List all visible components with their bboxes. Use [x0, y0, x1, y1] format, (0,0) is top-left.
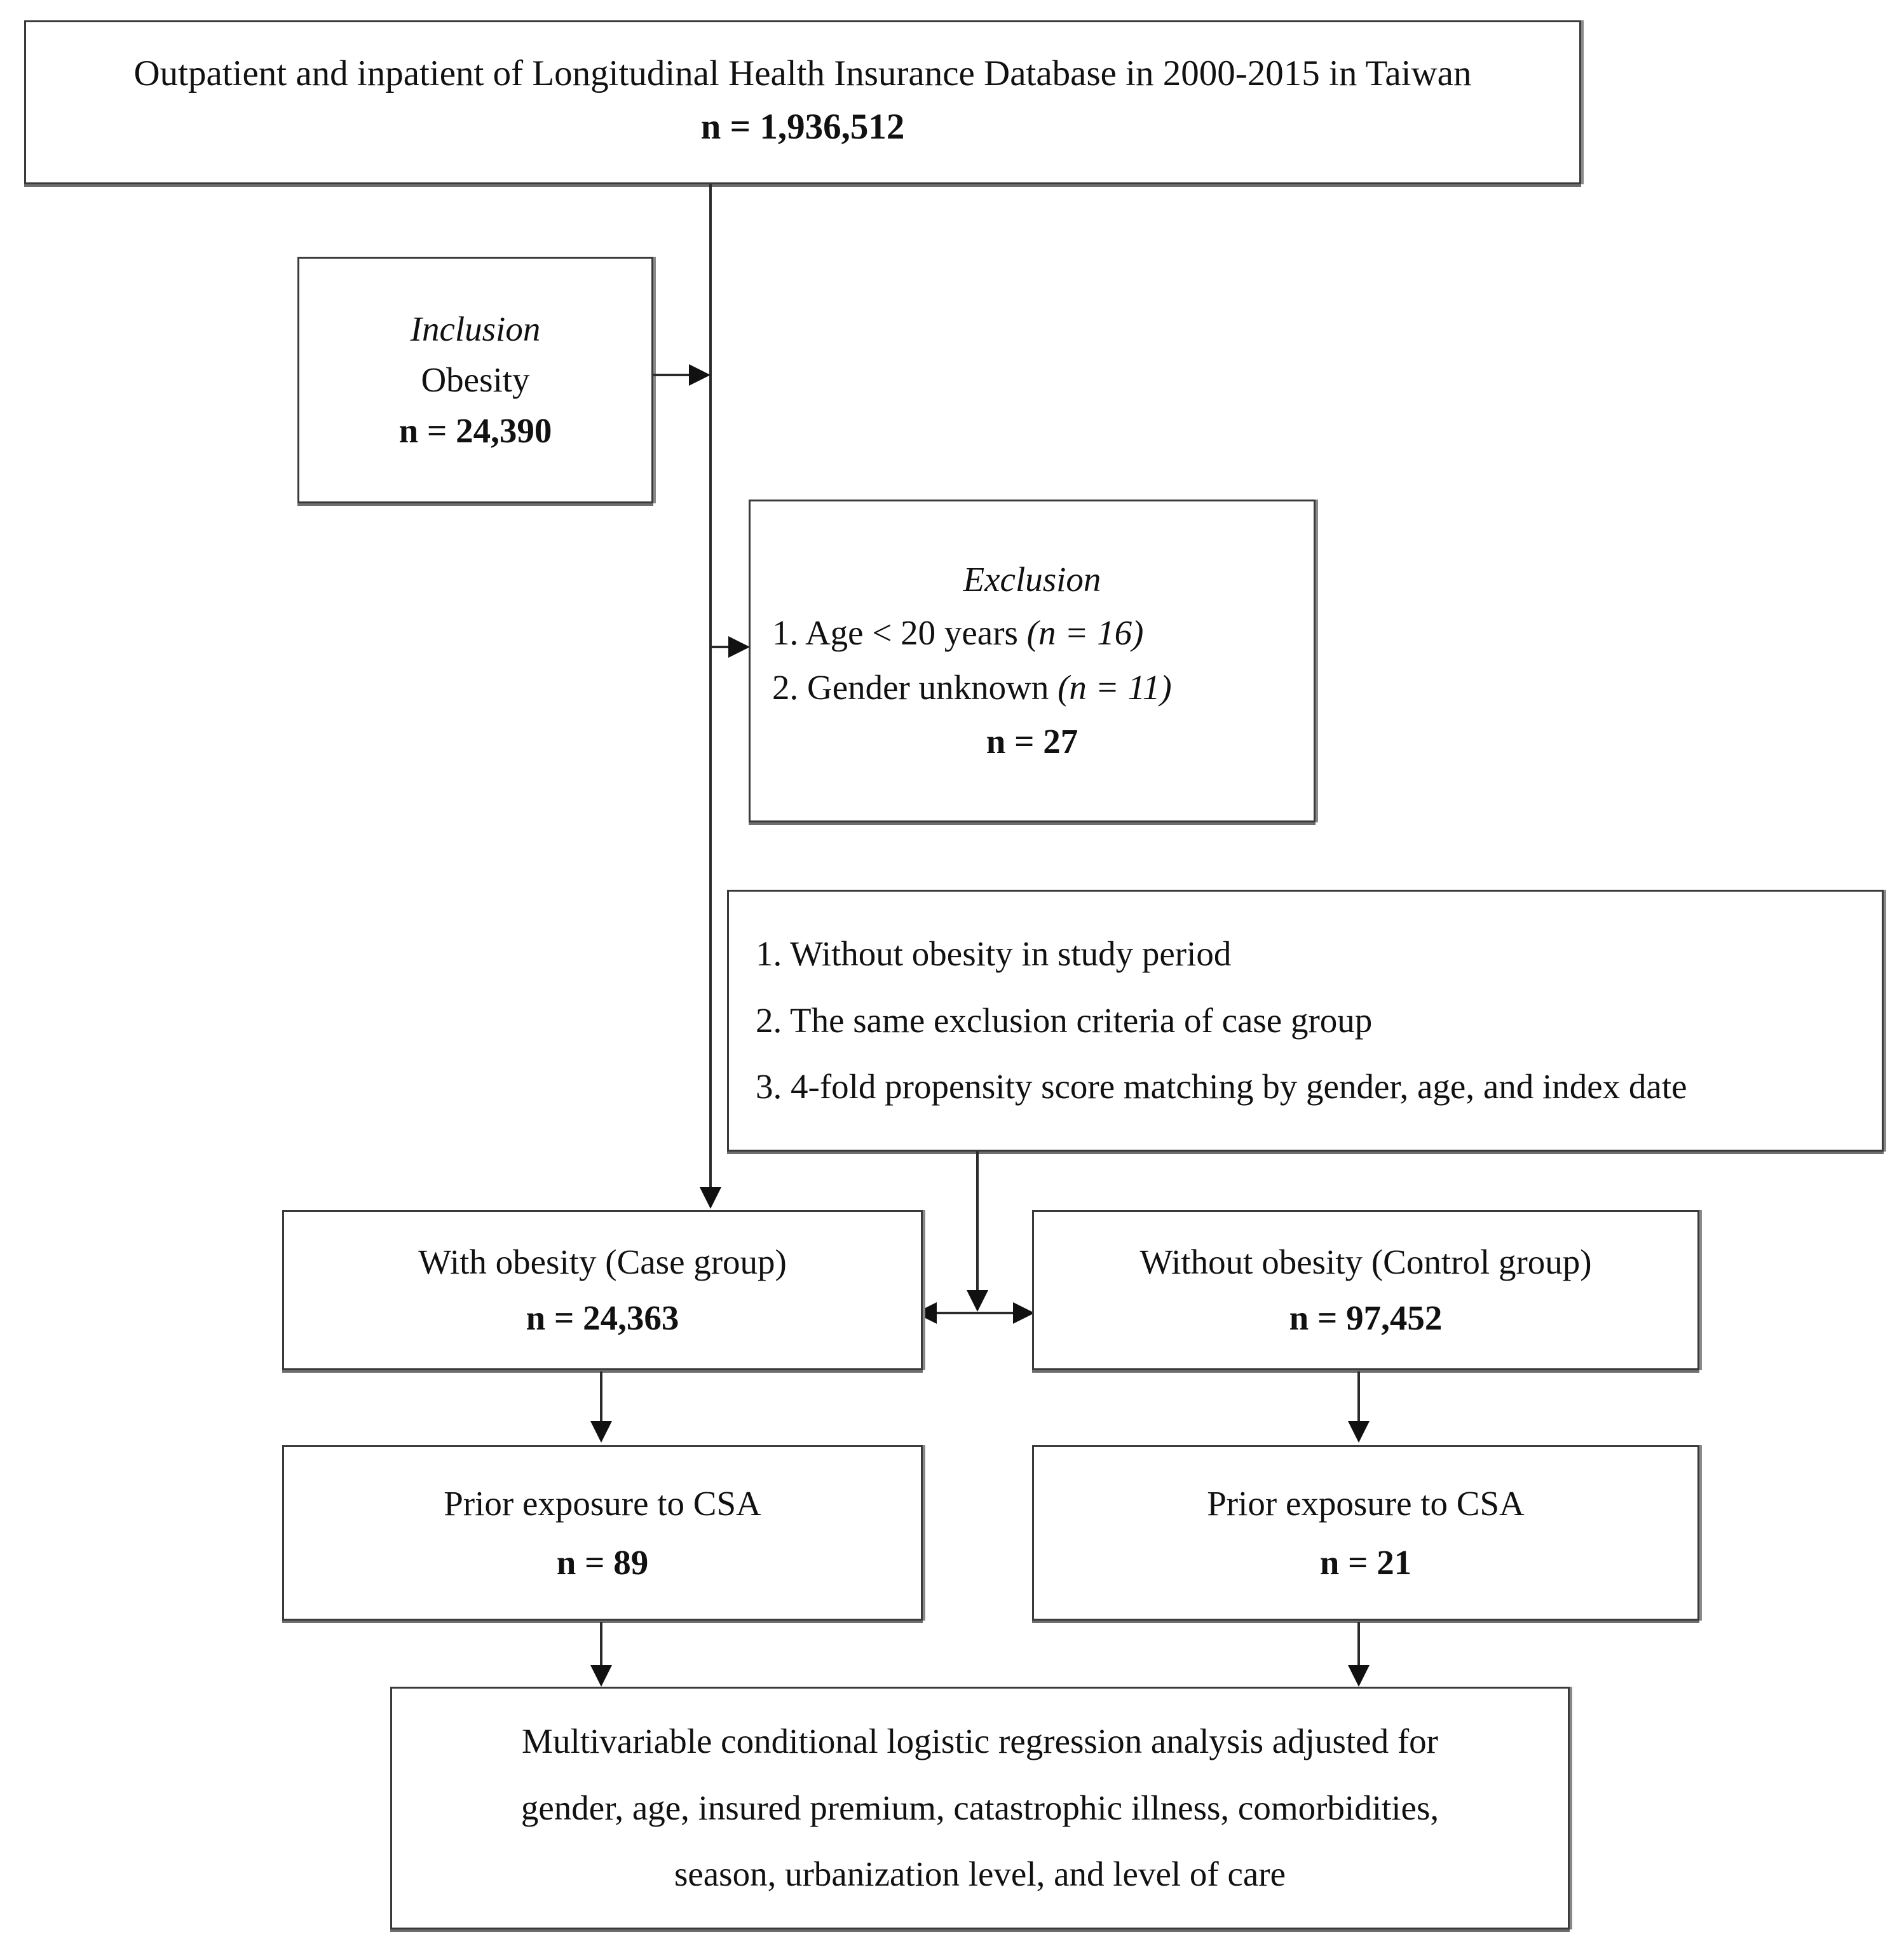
inclusion-count: n = 24,390 — [398, 411, 552, 450]
node-case-exposure: Prior exposure to CSA n = 89 — [282, 1445, 923, 1621]
connector-exclusion-arrowhead — [728, 636, 750, 658]
connector-source-trunk — [709, 184, 712, 1190]
analysis-line-1: Multivariable conditional logistic regre… — [522, 1722, 1438, 1761]
exclusion-item-2-count: (n = 11) — [1057, 667, 1172, 707]
analysis-line-3: season, urbanization level, and level of… — [674, 1854, 1286, 1894]
control-group-label: Without obesity (Control group) — [1139, 1242, 1592, 1281]
node-case-group: With obesity (Case group) n = 24,363 — [282, 1210, 923, 1370]
connector-control-exposure-to-analysis — [1357, 1622, 1360, 1668]
source-count: n = 1,936,512 — [700, 106, 905, 147]
connector-case-to-exposure — [600, 1371, 602, 1424]
connector-case-exposure-to-analysis — [600, 1622, 602, 1668]
connector-control-exposure-to-analysis-arrowhead — [1348, 1665, 1370, 1687]
case-group-count: n = 24,363 — [526, 1298, 679, 1337]
node-source-database: Outpatient and inpatient of Longitudinal… — [24, 20, 1581, 184]
control-criteria-item-3: 3. 4-fold propensity score matching by g… — [756, 1067, 1687, 1106]
node-control-criteria: 1. Without obesity in study period 2. Th… — [727, 890, 1884, 1152]
exclusion-item-1: 1. Age < 20 years (n = 16) — [772, 606, 1292, 660]
case-exposure-label: Prior exposure to CSA — [444, 1483, 761, 1523]
connector-case-control-right-arrowhead — [1013, 1302, 1035, 1324]
node-control-exposure: Prior exposure to CSA n = 21 — [1032, 1445, 1699, 1621]
control-exposure-label: Prior exposure to CSA — [1207, 1483, 1525, 1523]
case-exposure-count: n = 89 — [556, 1543, 649, 1582]
connector-trunk-to-exclusion — [711, 646, 745, 648]
exclusion-item-2-text: 2. Gender unknown — [772, 667, 1049, 707]
connector-control-to-exposure — [1357, 1371, 1360, 1424]
control-criteria-item-1: 1. Without obesity in study period — [756, 934, 1232, 974]
connector-control-to-exposure-arrowhead — [1348, 1421, 1370, 1443]
inclusion-heading: Inclusion — [410, 310, 541, 349]
connector-inclusion-arrowhead — [689, 364, 711, 386]
node-exclusion: Exclusion 1. Age < 20 years (n = 16) 2. … — [749, 500, 1316, 822]
exclusion-item-1-count: (n = 16) — [1026, 613, 1144, 653]
connector-inclusion-to-trunk — [653, 374, 691, 376]
connector-source-trunk-arrowhead — [700, 1187, 721, 1209]
case-group-label: With obesity (Case group) — [418, 1242, 787, 1281]
analysis-line-2: gender, age, insured premium, catastroph… — [520, 1788, 1439, 1827]
inclusion-criterion: Obesity — [421, 360, 530, 400]
exclusion-item-1-text: 1. Age < 20 years — [772, 613, 1018, 653]
exclusion-item-2: 2. Gender unknown (n = 11) — [772, 660, 1292, 714]
control-group-count: n = 97,452 — [1289, 1298, 1443, 1337]
connector-criteria-down — [976, 1152, 979, 1293]
source-line-1: Outpatient and inpatient of Longitudinal… — [133, 53, 1472, 93]
exclusion-total: n = 27 — [986, 721, 1078, 761]
control-criteria-item-2: 2. The same exclusion criteria of case g… — [756, 1000, 1373, 1040]
node-control-group: Without obesity (Control group) n = 97,4… — [1032, 1210, 1699, 1370]
connector-criteria-arrowhead — [967, 1290, 988, 1312]
connector-case-to-exposure-arrowhead — [590, 1421, 612, 1443]
exclusion-heading: Exclusion — [963, 559, 1101, 599]
node-analysis: Multivariable conditional logistic regre… — [390, 1687, 1570, 1929]
connector-case-control-link — [923, 1312, 1035, 1314]
node-inclusion: Inclusion Obesity n = 24,390 — [297, 257, 653, 503]
connector-case-exposure-to-analysis-arrowhead — [590, 1665, 612, 1687]
control-exposure-count: n = 21 — [1319, 1543, 1412, 1582]
